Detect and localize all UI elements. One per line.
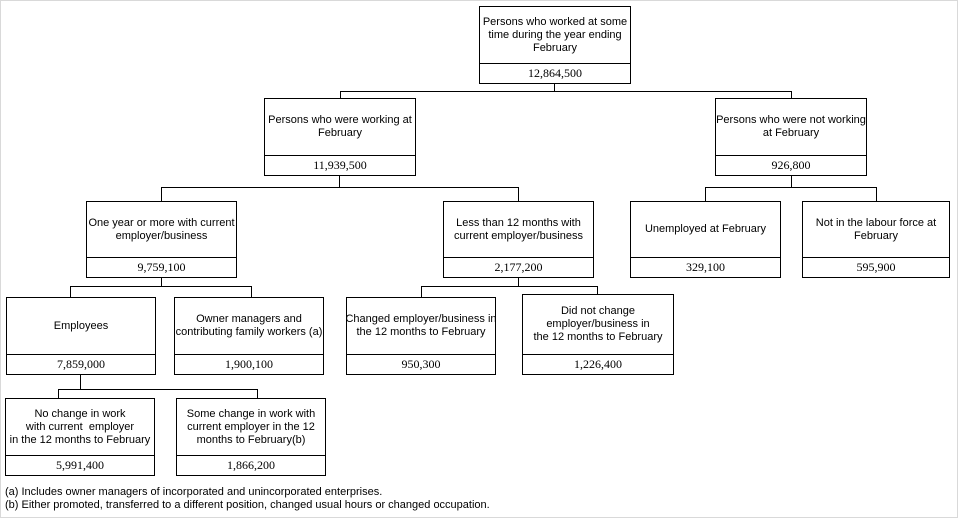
node-unemployed: Unemployed at February 329,100 <box>630 201 781 278</box>
connector-line <box>791 92 792 98</box>
connector-line <box>705 187 877 188</box>
connector-line <box>257 390 258 398</box>
node-label: Did not change employer/business in the … <box>533 305 663 343</box>
connector-line <box>70 287 71 297</box>
connector-line <box>80 375 81 390</box>
connector-line <box>161 278 162 287</box>
node-label: Not in the labour force at February <box>815 216 937 242</box>
connector-line <box>421 286 598 287</box>
connector-line <box>251 287 252 297</box>
node-value: 2,177,200 <box>444 257 593 277</box>
node-value: 926,800 <box>716 155 866 175</box>
node-value: 595,900 <box>803 257 949 277</box>
node-employees: Employees 7,859,000 <box>6 297 156 375</box>
node-value: 950,300 <box>347 354 495 374</box>
node-value: 9,759,100 <box>87 257 236 277</box>
connector-line <box>518 188 519 201</box>
node-root: Persons who worked at some time during t… <box>479 6 631 84</box>
node-label: Persons who were not working at February <box>716 114 866 139</box>
node-did-not-change-employer: Did not change employer/business in the … <box>522 294 674 375</box>
node-label: No change in work with current employer … <box>9 407 151 446</box>
connector-line <box>597 287 598 294</box>
connector-line <box>58 389 258 390</box>
connector-line <box>340 92 341 98</box>
node-label: Less than 12 months with current employe… <box>453 216 583 242</box>
node-label: Persons who worked at some time during t… <box>482 15 628 54</box>
node-value: 5,991,400 <box>6 455 154 475</box>
node-label: Changed employer/business in the 12 mont… <box>345 313 497 338</box>
node-some-change-in-work: Some change in work with current employe… <box>176 398 326 476</box>
node-owner-managers: Owner managers and contributing family w… <box>174 297 324 375</box>
node-not-in-labour-force: Not in the labour force at February 595,… <box>802 201 950 278</box>
connector-line <box>161 188 162 201</box>
node-changed-employer: Changed employer/business in the 12 mont… <box>345 297 497 375</box>
connector-line <box>58 390 59 398</box>
connector-line <box>876 188 877 201</box>
node-label: Some change in work with current employe… <box>186 407 316 446</box>
connector-line <box>705 188 706 201</box>
node-label: Persons who were working at February <box>268 114 412 139</box>
node-no-change-in-work: No change in work with current employer … <box>5 398 155 476</box>
node-value: 11,939,500 <box>265 155 415 175</box>
node-label: Owner managers and contributing family w… <box>175 313 323 338</box>
node-label: One year or more with current employer/b… <box>88 216 235 242</box>
connector-line <box>518 278 519 287</box>
node-value: 1,900,100 <box>175 354 323 374</box>
footnotes: (a) Includes owner managers of incorpora… <box>5 486 490 512</box>
footnote-a: (a) Includes owner managers of incorpora… <box>5 486 383 498</box>
node-label: Unemployed at February <box>644 223 767 235</box>
node-not-working-at-february: Persons who were not working at February… <box>715 98 867 176</box>
node-value: 1,866,200 <box>177 455 325 475</box>
footnote-b: (b) Either promoted, transferred to a di… <box>5 499 490 511</box>
node-one-year-or-more: One year or more with current employer/b… <box>86 201 237 278</box>
node-value: 7,859,000 <box>7 354 155 374</box>
node-value: 12,864,500 <box>480 63 630 83</box>
connector-line <box>791 176 792 187</box>
connector-line <box>339 176 340 187</box>
connector-line <box>340 91 792 92</box>
connector-line <box>70 286 252 287</box>
node-value: 329,100 <box>631 257 780 277</box>
node-value: 1,226,400 <box>523 354 673 374</box>
node-label: Employees <box>53 319 109 332</box>
connector-line <box>161 187 519 188</box>
node-working-at-february: Persons who were working at February 11,… <box>264 98 416 176</box>
node-less-than-12-months: Less than 12 months with current employe… <box>443 201 594 278</box>
connector-line <box>421 287 422 297</box>
connector-line <box>554 84 555 92</box>
